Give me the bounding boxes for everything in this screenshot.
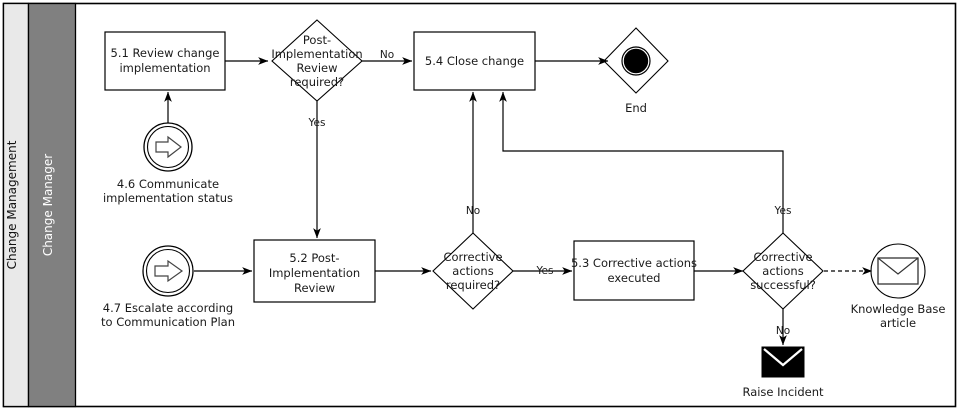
gateway-2-line-1: Corrective xyxy=(443,250,502,264)
gateway-2-line-3: required? xyxy=(446,278,500,292)
gateway-2-line-2: actions xyxy=(452,264,493,278)
task-5-2-line-3: Review xyxy=(294,281,335,295)
task-5-1-review-change-implementation[interactable]: 5.1 Review change implementation xyxy=(104,31,226,91)
task-5-4-close-change[interactable]: 5.4 Close change xyxy=(413,31,536,91)
flow-label-gw1-yes: Yes xyxy=(308,117,326,129)
right-arrow-icon xyxy=(155,135,182,159)
gateway-1-line-4: required? xyxy=(290,75,344,89)
gateway-3-line-3: successful? xyxy=(750,278,816,292)
flow-label-gw3-no: No xyxy=(776,325,790,337)
task-5-2-line-1: 5.2 Post- xyxy=(289,251,339,265)
task-5-3-line-2: executed xyxy=(608,271,661,285)
task-5-1-line-2: implementation xyxy=(119,61,210,75)
envelope-icon xyxy=(877,257,919,285)
task-5-2-post-implementation-review[interactable]: 5.2 Post- Implementation Review xyxy=(253,239,376,303)
gateway-corrective-actions-successful[interactable]: Corrective actions successful? xyxy=(742,232,824,310)
event-raise-incident-label: Raise Incident xyxy=(742,385,824,399)
event-end[interactable]: End xyxy=(603,27,669,115)
event-4-6-line-2: implementation status xyxy=(103,191,233,205)
event-kb-line-2: article xyxy=(880,316,916,330)
task-5-3-corrective-actions-executed[interactable]: 5.3 Corrective actions executed xyxy=(571,240,697,301)
pool-header xyxy=(2,2,30,408)
flow-label-gw3-yes: Yes xyxy=(774,205,792,217)
event-end-label: End xyxy=(625,101,647,115)
event-raise-incident[interactable]: Raise Incident xyxy=(742,346,824,399)
gateway-3-line-1: Corrective xyxy=(753,250,812,264)
flow-label-gw2-yes: Yes xyxy=(536,265,554,277)
envelope-solid-icon xyxy=(761,346,805,378)
event-4-7-escalate-according-to-communication-plan[interactable]: 4.7 Escalate according to Communication … xyxy=(101,245,235,329)
gateway-3-line-2: actions xyxy=(762,264,803,278)
task-5-1-line-1: 5.1 Review change xyxy=(111,46,220,60)
lane-title: Change Manager xyxy=(41,154,55,256)
task-5-4-line-1: 5.4 Close change xyxy=(425,54,524,68)
event-kb-line-1: Knowledge Base xyxy=(851,302,946,316)
flow-gw3-yes-to-54 xyxy=(499,91,784,233)
flow-label-gw1-no: No xyxy=(380,49,394,61)
event-4-7-line-1: 4.7 Escalate according xyxy=(103,301,233,315)
event-knowledge-base-article[interactable]: Knowledge Base article xyxy=(851,243,946,330)
gateway-1-line-2: Implementation xyxy=(271,47,362,61)
lane-header xyxy=(27,2,77,408)
event-4-6-communicate-implementation-status[interactable]: 4.6 Communicate implementation status xyxy=(103,122,233,205)
pool-title: Change Management xyxy=(5,140,19,269)
gateway-post-implementation-review-required[interactable]: Post- Implementation Review required? xyxy=(271,19,363,102)
gateway-1-line-3: Review xyxy=(296,61,337,75)
gateway-1-line-1: Post- xyxy=(303,33,331,47)
event-4-7-line-2: to Communication Plan xyxy=(101,315,235,329)
task-5-2-line-2: Implementation xyxy=(269,266,360,280)
task-5-3-line-1: 5.3 Corrective actions xyxy=(571,256,697,270)
right-arrow-icon xyxy=(154,259,184,283)
gateway-corrective-actions-required[interactable]: Corrective actions required? xyxy=(432,232,514,310)
flow-label-gw2-no: No xyxy=(466,205,480,217)
event-4-6-line-1: 4.6 Communicate xyxy=(117,177,219,191)
